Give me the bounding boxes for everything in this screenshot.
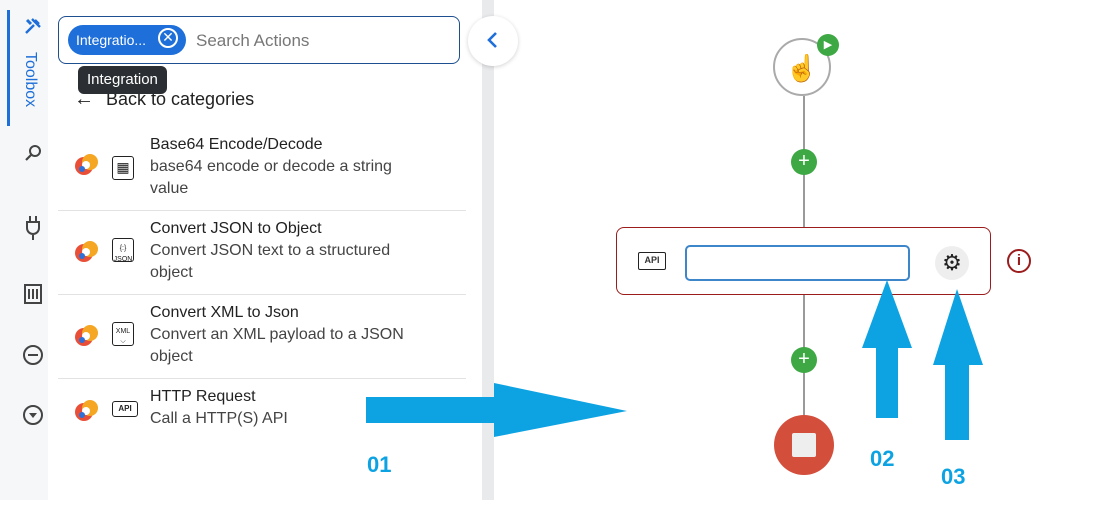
annotation-arrow-01 <box>366 383 627 437</box>
category-filter-chip[interactable]: Integratio... ✕ <box>68 25 186 55</box>
action-description: base64 encode or decode a string value <box>150 158 392 197</box>
play-icon[interactable]: ▶ <box>817 34 839 56</box>
search-icon[interactable] <box>16 142 50 172</box>
chevron-circle-icon[interactable] <box>16 404 50 434</box>
integration-logo-icon <box>75 154 98 175</box>
info-icon[interactable]: i <box>1007 249 1031 273</box>
annotation-label: 02 <box>870 446 895 471</box>
chip-tooltip: Integration <box>78 66 167 94</box>
action-description: Convert an XML payload to a JSON object <box>150 326 404 365</box>
annotation-arrow-02 <box>862 280 912 418</box>
xml-file-icon: XML⌵ <box>112 322 134 346</box>
action-description: Convert JSON text to a structured object <box>150 242 391 281</box>
annotation-label: 01 <box>367 452 392 477</box>
action-item-xml[interactable]: XML⌵ Convert XML to Json Convert an XML … <box>58 294 466 379</box>
action-title: Convert XML to Json <box>150 304 299 321</box>
collapse-panel-button[interactable] <box>468 16 518 66</box>
action-title: HTTP Request <box>150 388 256 405</box>
search-placeholder[interactable]: Search Actions <box>196 31 310 50</box>
add-step-button[interactable]: + <box>791 347 817 373</box>
close-icon[interactable]: ✕ <box>158 28 178 48</box>
action-item-json[interactable]: {:}JSON Convert JSON to Object Convert J… <box>58 210 466 295</box>
tools-icon[interactable] <box>16 15 50 45</box>
base64-icon: ▦ <box>112 156 134 180</box>
action-description: Call a HTTP(S) API <box>150 410 288 427</box>
annotation-arrow-03 <box>933 289 983 440</box>
gear-icon[interactable]: ⚙ <box>935 246 969 280</box>
back-label: Back to categories <box>106 89 255 109</box>
action-item-http[interactable]: API HTTP Request Call a HTTP(S) API <box>58 378 466 442</box>
action-title: Convert JSON to Object <box>150 220 322 237</box>
json-file-icon: {:}JSON <box>112 238 134 263</box>
stop-icon <box>792 433 816 457</box>
integration-logo-icon <box>75 241 98 262</box>
annotation-label: 03 <box>941 464 966 489</box>
action-title: Base64 Encode/Decode <box>150 136 323 153</box>
action-item-base64[interactable]: ▦ Base64 Encode/Decode base64 encode or … <box>58 126 466 211</box>
filter-chip-label: Integratio... <box>76 32 147 48</box>
integration-logo-icon <box>75 325 98 346</box>
api-icon: API <box>638 252 666 270</box>
minus-circle-icon[interactable] <box>16 344 50 374</box>
plug-icon[interactable] <box>16 214 50 244</box>
hand-pointer-icon: ☝ <box>785 53 819 83</box>
panel-splitter[interactable] <box>482 0 494 500</box>
clipboard-icon[interactable] <box>16 283 50 313</box>
action-name-input[interactable] <box>685 245 910 281</box>
add-step-button[interactable]: + <box>791 149 817 175</box>
integration-logo-icon <box>75 400 98 421</box>
api-icon: API <box>112 401 138 417</box>
stop-node[interactable] <box>774 415 834 475</box>
active-tab-indicator <box>7 10 10 126</box>
